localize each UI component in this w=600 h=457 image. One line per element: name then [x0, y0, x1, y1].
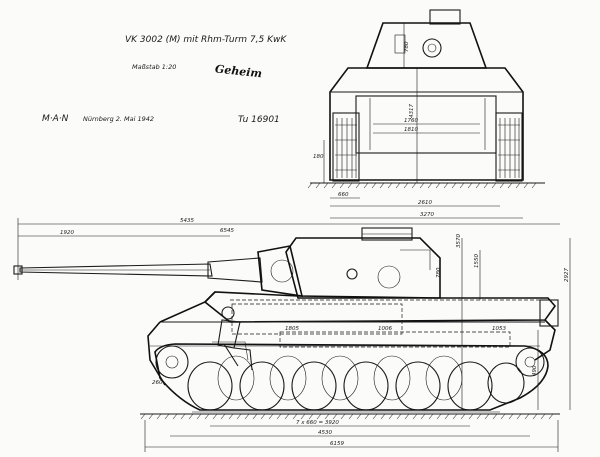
drawing-scale: Maßstab 1:20: [132, 63, 176, 71]
side-dim-2927: 2927: [564, 268, 570, 282]
front-dim-3270: 3270: [420, 212, 434, 218]
front-dim-780: 780: [404, 41, 410, 52]
side-dim-260: 260: [152, 380, 163, 386]
secret-stamp: Geheim: [214, 62, 262, 80]
company-name: M·A·N: [42, 114, 69, 124]
side-dim-1805: 1805: [285, 326, 299, 332]
side-dim-3570: 3570: [456, 234, 462, 248]
side-dim-1920: 1920: [60, 230, 74, 236]
front-dim-660: 660: [338, 192, 349, 198]
side-dim-6545: 6545: [220, 228, 234, 234]
side-dim-1053: 1053: [492, 326, 506, 332]
side-view: 5435 1920 6545 1805 1006 1053: [13, 218, 571, 452]
front-view: 1760 1810 4317 660 2610 3270 180 780: [307, 9, 545, 219]
front-dim-1760: 1760: [404, 118, 418, 124]
side-dim-1006: 1006: [378, 326, 392, 332]
place-date: Nürnberg 2. Mai 1942: [83, 115, 154, 123]
side-dim-4530: 4530: [318, 430, 332, 436]
front-dim-2610: 2610: [418, 200, 432, 206]
left-track-front: [335, 118, 357, 178]
right-track-front: [498, 118, 520, 178]
front-dim-4317: 4317: [409, 104, 415, 118]
side-dim-5435: 5435: [180, 218, 194, 224]
drawing-number: Tu 16901: [238, 115, 280, 125]
side-dim-490: 490: [532, 365, 538, 376]
side-dim-780: 780: [436, 267, 442, 278]
side-dim-track: 7 x 660 = 3920: [296, 420, 339, 426]
drawing-title: VK 3002 (M) mit Rhm-Turm 7,5 KwK: [125, 35, 287, 45]
side-dim-6159: 6159: [330, 441, 344, 447]
front-dim-180: 180: [313, 154, 324, 160]
road-wheels: [187, 355, 525, 411]
front-dim-1810: 1810: [404, 127, 418, 133]
side-dim-1550: 1550: [474, 254, 480, 268]
crew-figure: [212, 306, 253, 371]
